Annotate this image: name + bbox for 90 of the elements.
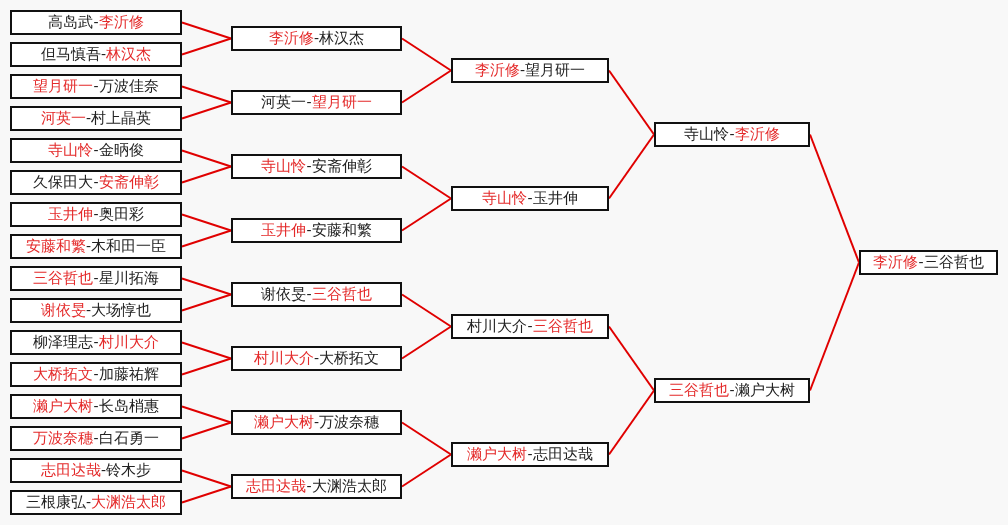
match-box xyxy=(654,122,810,147)
match-result-text: 濑户大树-长岛梢惠 xyxy=(33,397,159,416)
match-box xyxy=(231,26,402,51)
match-box xyxy=(451,186,609,211)
match-box xyxy=(451,442,609,467)
match-result-text: 村川大介-三谷哲也 xyxy=(467,317,593,336)
bracket-line xyxy=(401,453,452,488)
match-box xyxy=(10,10,182,35)
match-box xyxy=(10,106,182,131)
match-result-text: 李沂修-林汉杰 xyxy=(268,29,365,48)
bracket-line xyxy=(608,389,655,456)
bracket-line xyxy=(181,85,232,104)
bracket-line xyxy=(181,229,232,248)
bracket-line xyxy=(181,293,232,312)
match-result-text: 志田达哉-大渊浩太郎 xyxy=(246,477,387,496)
bracket-line xyxy=(181,21,232,40)
bracket-line xyxy=(181,277,232,296)
match-box xyxy=(654,378,810,403)
match-box xyxy=(859,250,998,275)
match-box xyxy=(10,362,182,387)
match-result-text: 三谷哲也-濑户大树 xyxy=(669,381,795,400)
match-result-text: 寺山怜-李沂修 xyxy=(684,125,780,144)
match-result-text: 志田达哉-铃木步 xyxy=(40,461,152,480)
match-box xyxy=(10,202,182,227)
match-box xyxy=(451,58,609,83)
match-result-text: 濑户大树-万波奈穗 xyxy=(253,413,380,432)
bracket-line xyxy=(401,69,452,104)
bracket-line xyxy=(608,133,655,200)
match-box xyxy=(231,282,402,307)
match-box xyxy=(10,74,182,99)
match-result-text: 久保田大-安斋伸彰 xyxy=(33,173,159,192)
bracket-line xyxy=(181,357,232,376)
bracket-line xyxy=(181,149,232,168)
bracket-line xyxy=(181,405,232,424)
bracket-line xyxy=(181,485,232,504)
bracket-line xyxy=(608,69,655,136)
match-result-text: 李沂修-三谷哲也 xyxy=(873,253,984,272)
match-result-text: 柳泽理志-村川大介 xyxy=(33,333,159,352)
bracket-line xyxy=(181,165,232,184)
match-result-text: 河英一-村上晶英 xyxy=(40,109,152,128)
match-box xyxy=(231,90,402,115)
bracket-line xyxy=(401,421,452,456)
match-box xyxy=(10,330,182,355)
match-box xyxy=(231,218,402,243)
match-result-text: 望月研一-万波佳奈 xyxy=(33,77,159,96)
bracket-line xyxy=(401,325,452,360)
match-result-text: 万波奈穗-白石勇一 xyxy=(33,429,159,448)
match-result-text: 三根康弘-大渊浩太郎 xyxy=(25,493,167,512)
match-result-text: 玉井伸-安藤和繁 xyxy=(261,221,372,240)
match-box xyxy=(10,170,182,195)
bracket-line xyxy=(401,165,452,200)
bracket-line xyxy=(181,421,232,440)
match-result-text: 谢依旻-三谷哲也 xyxy=(261,285,372,304)
bracket-line xyxy=(181,341,232,360)
match-box xyxy=(10,394,182,419)
match-result-text: 村川大介-大桥拓文 xyxy=(253,349,380,368)
match-result-text: 寺山怜-安斋伸彰 xyxy=(261,157,372,176)
bracket-line xyxy=(401,197,452,232)
bracket-line xyxy=(181,469,232,488)
match-result-text: 安藤和繁-木和田一臣 xyxy=(25,237,167,256)
match-box xyxy=(451,314,609,339)
match-result-text: 但马慎吾-林汉杰 xyxy=(40,45,152,64)
match-box xyxy=(10,490,182,515)
match-box xyxy=(231,346,402,371)
match-result-text: 玉井伸-奥田彩 xyxy=(48,205,144,224)
match-box xyxy=(231,474,402,499)
match-result-text: 濑户大树-志田达哉 xyxy=(467,445,593,464)
match-result-text: 李沂修-望月研一 xyxy=(474,61,586,80)
bracket-line xyxy=(608,325,655,392)
bracket-line xyxy=(181,101,232,120)
bracket-line xyxy=(181,37,232,56)
match-result-text: 寺山怜-玉井伸 xyxy=(482,189,578,208)
bracket-line xyxy=(401,37,452,72)
match-result-text: 寺山怜-金昞俊 xyxy=(48,141,144,160)
match-box xyxy=(231,154,402,179)
bracket-line xyxy=(401,293,452,328)
match-result-text: 谢依旻-大场惇也 xyxy=(40,301,152,320)
match-result-text: 大桥拓文-加藤祐辉 xyxy=(33,365,159,384)
match-result-text: 高岛武-李沂修 xyxy=(48,13,144,32)
match-box xyxy=(10,458,182,483)
match-box xyxy=(10,234,182,259)
match-box xyxy=(10,42,182,67)
match-box xyxy=(10,298,182,323)
match-box xyxy=(10,426,182,451)
match-result-text: 河英一-望月研一 xyxy=(261,93,372,112)
bracket-line xyxy=(181,213,232,232)
match-result-text: 三谷哲也-星川拓海 xyxy=(33,269,159,288)
match-box xyxy=(10,138,182,163)
match-box xyxy=(231,410,402,435)
match-box xyxy=(10,266,182,291)
